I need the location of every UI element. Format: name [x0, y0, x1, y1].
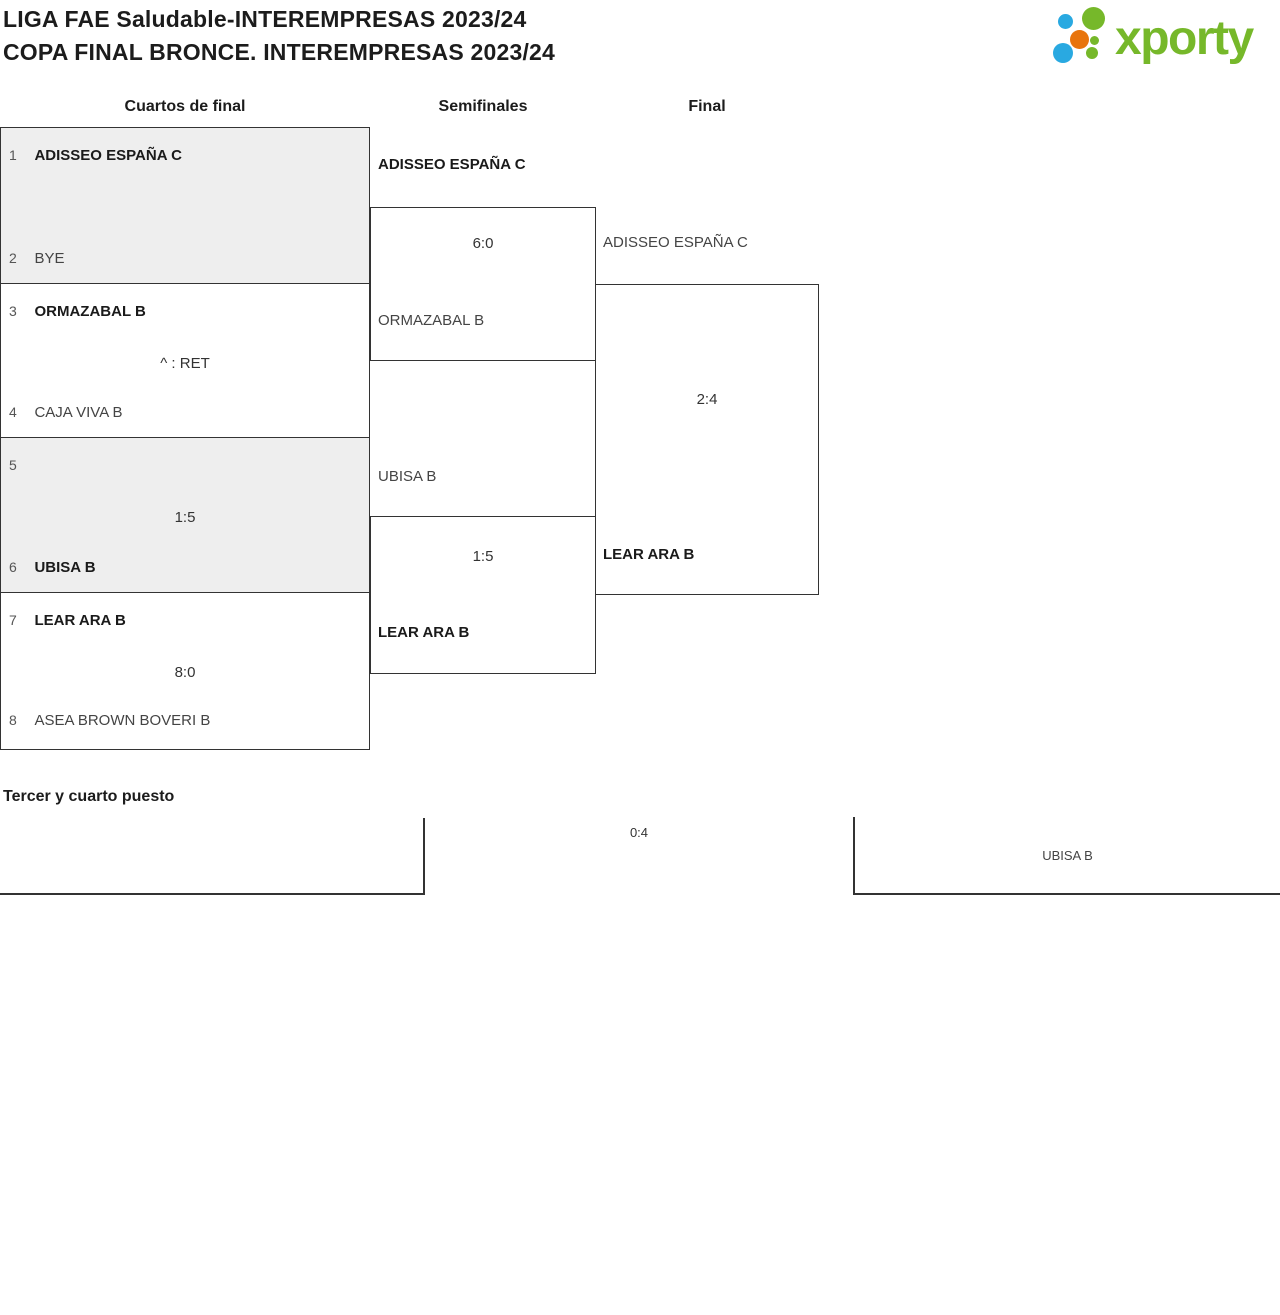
- team-name: ORMAZABAL B: [34, 303, 146, 320]
- team-slot: 7 LEAR ARA B: [9, 610, 126, 630]
- logo-dot-icon: [1053, 43, 1073, 63]
- quarterfinals-column: 1 ADISSEO ESPAÑA C 2 BYE 3 ORMAZABAL B ^…: [0, 127, 370, 750]
- page-title: LIGA FAE Saludable-INTEREMPRESAS 2023/24…: [3, 3, 555, 69]
- match-score: [1, 198, 369, 218]
- column-header-final: Final: [688, 98, 726, 115]
- team-slot: 1 ADISSEO ESPAÑA C: [9, 145, 182, 165]
- match-score: 8:0: [174, 664, 196, 681]
- logo-dot-icon: [1086, 47, 1098, 59]
- seed-number: 5: [9, 457, 17, 473]
- seed-number: 3: [9, 303, 17, 319]
- logo-dot-icon: [1082, 7, 1105, 30]
- seed-number: 2: [9, 250, 17, 266]
- third-place-winner-slot[interactable]: UBISA B: [853, 817, 1280, 895]
- quarterfinal-match-4[interactable]: 7 LEAR ARA B 8:0 8 ASEA BROWN BOVERI B: [1, 592, 369, 745]
- column-header-semifinals: Semifinales: [438, 98, 528, 115]
- third-place-score: 0:4: [629, 825, 649, 840]
- team-name: BYE: [34, 250, 65, 267]
- team-name: ADISSEO ESPAÑA C: [603, 234, 748, 251]
- title-line-2: COPA FINAL BRONCE. INTEREMPRESAS 2023/24: [3, 39, 556, 65]
- team-name: ORMAZABAL B: [378, 312, 485, 329]
- column-header-quarterfinals: Cuartos de final: [124, 98, 246, 115]
- quarterfinal-match-1[interactable]: 1 ADISSEO ESPAÑA C 2 BYE: [1, 128, 369, 283]
- team-slot: 3 ORMAZABAL B: [9, 301, 146, 321]
- quarterfinal-match-2[interactable]: 3 ORMAZABAL B ^ : RET 4 CAJA VIVA B: [1, 283, 369, 437]
- match-score: 6:0: [472, 235, 494, 252]
- seed-number: 8: [9, 712, 17, 728]
- team-name: CAJA VIVA B: [34, 404, 123, 421]
- seed-number: 4: [9, 404, 17, 420]
- semifinal-match-2[interactable]: [370, 516, 596, 674]
- team-slot: 6 UBISA B: [9, 557, 96, 577]
- team-name: ASEA BROWN BOVERI B: [34, 712, 211, 729]
- team-name: ADISSEO ESPAÑA C: [378, 156, 526, 173]
- logo-dot-icon: [1090, 36, 1099, 45]
- team-slot: 8 ASEA BROWN BOVERI B: [9, 710, 210, 730]
- title-line-1: LIGA FAE Saludable-INTEREMPRESAS 2023/24: [3, 6, 527, 32]
- seed-number: 6: [9, 559, 17, 575]
- semifinal-match-1[interactable]: [370, 207, 596, 361]
- xporty-logo[interactable]: xporty: [1048, 0, 1280, 76]
- team-slot: 2 BYE: [9, 248, 64, 268]
- match-score: 1:5: [174, 509, 196, 526]
- team-slot: 5: [9, 455, 30, 475]
- third-place-heading: Tercer y cuarto puesto: [3, 788, 175, 805]
- final-match[interactable]: [595, 284, 819, 595]
- logo-dot-icon: [1070, 30, 1089, 49]
- logo-wordmark: xporty: [1115, 12, 1254, 65]
- seed-number: 1: [9, 147, 17, 163]
- team-name: LEAR ARA B: [34, 612, 126, 629]
- seed-number: 7: [9, 612, 17, 628]
- third-place-slot-1[interactable]: [0, 818, 425, 895]
- quarterfinal-match-3[interactable]: 5 1:5 6 UBISA B: [1, 437, 369, 592]
- team-slot: 4 CAJA VIVA B: [9, 402, 123, 422]
- match-score: 2:4: [696, 391, 718, 408]
- logo-dot-icon: [1058, 14, 1073, 29]
- match-score: 1:5: [472, 548, 494, 565]
- team-name: UBISA B: [378, 468, 437, 485]
- team-name: UBISA B: [34, 559, 96, 576]
- match-score: ^ : RET: [160, 355, 210, 372]
- team-name: ADISSEO ESPAÑA C: [34, 147, 182, 164]
- team-name: LEAR ARA B: [378, 624, 470, 641]
- team-name: LEAR ARA B: [603, 546, 695, 563]
- team-name: UBISA B: [1042, 847, 1093, 863]
